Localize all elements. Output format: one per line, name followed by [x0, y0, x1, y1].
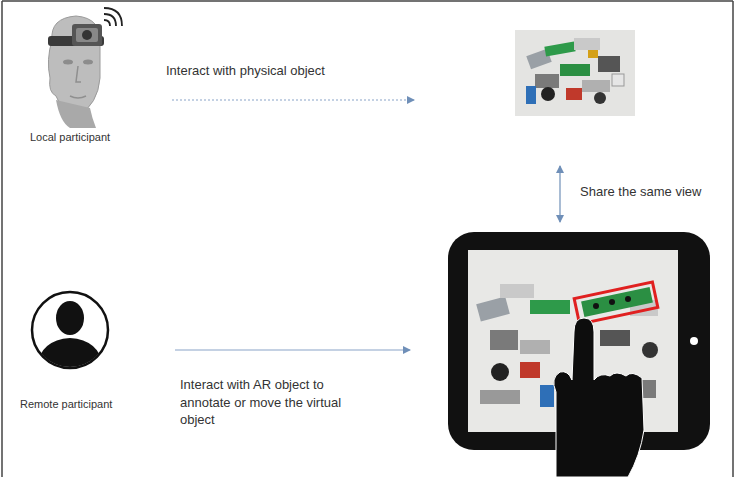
head-camera-figure — [48, 8, 122, 128]
frame-line — [1, 1, 3, 477]
interaction-arrow — [172, 99, 414, 100]
interaction-arrow — [175, 349, 410, 350]
participant-label: Local participant — [30, 130, 110, 145]
frame-line — [732, 1, 734, 477]
arrow-label: Interact with physical object — [166, 62, 325, 80]
arrow-label: Share the same view — [580, 183, 701, 201]
lego-photo — [515, 30, 635, 116]
participant-label: Remote participant — [20, 397, 112, 412]
share-arrow — [559, 166, 560, 222]
frame-line — [2, 0, 733, 2]
tablet-device — [448, 232, 710, 477]
arrow-label: Interact with AR object to annotate or m… — [180, 376, 358, 429]
person-silhouette — [32, 292, 108, 372]
